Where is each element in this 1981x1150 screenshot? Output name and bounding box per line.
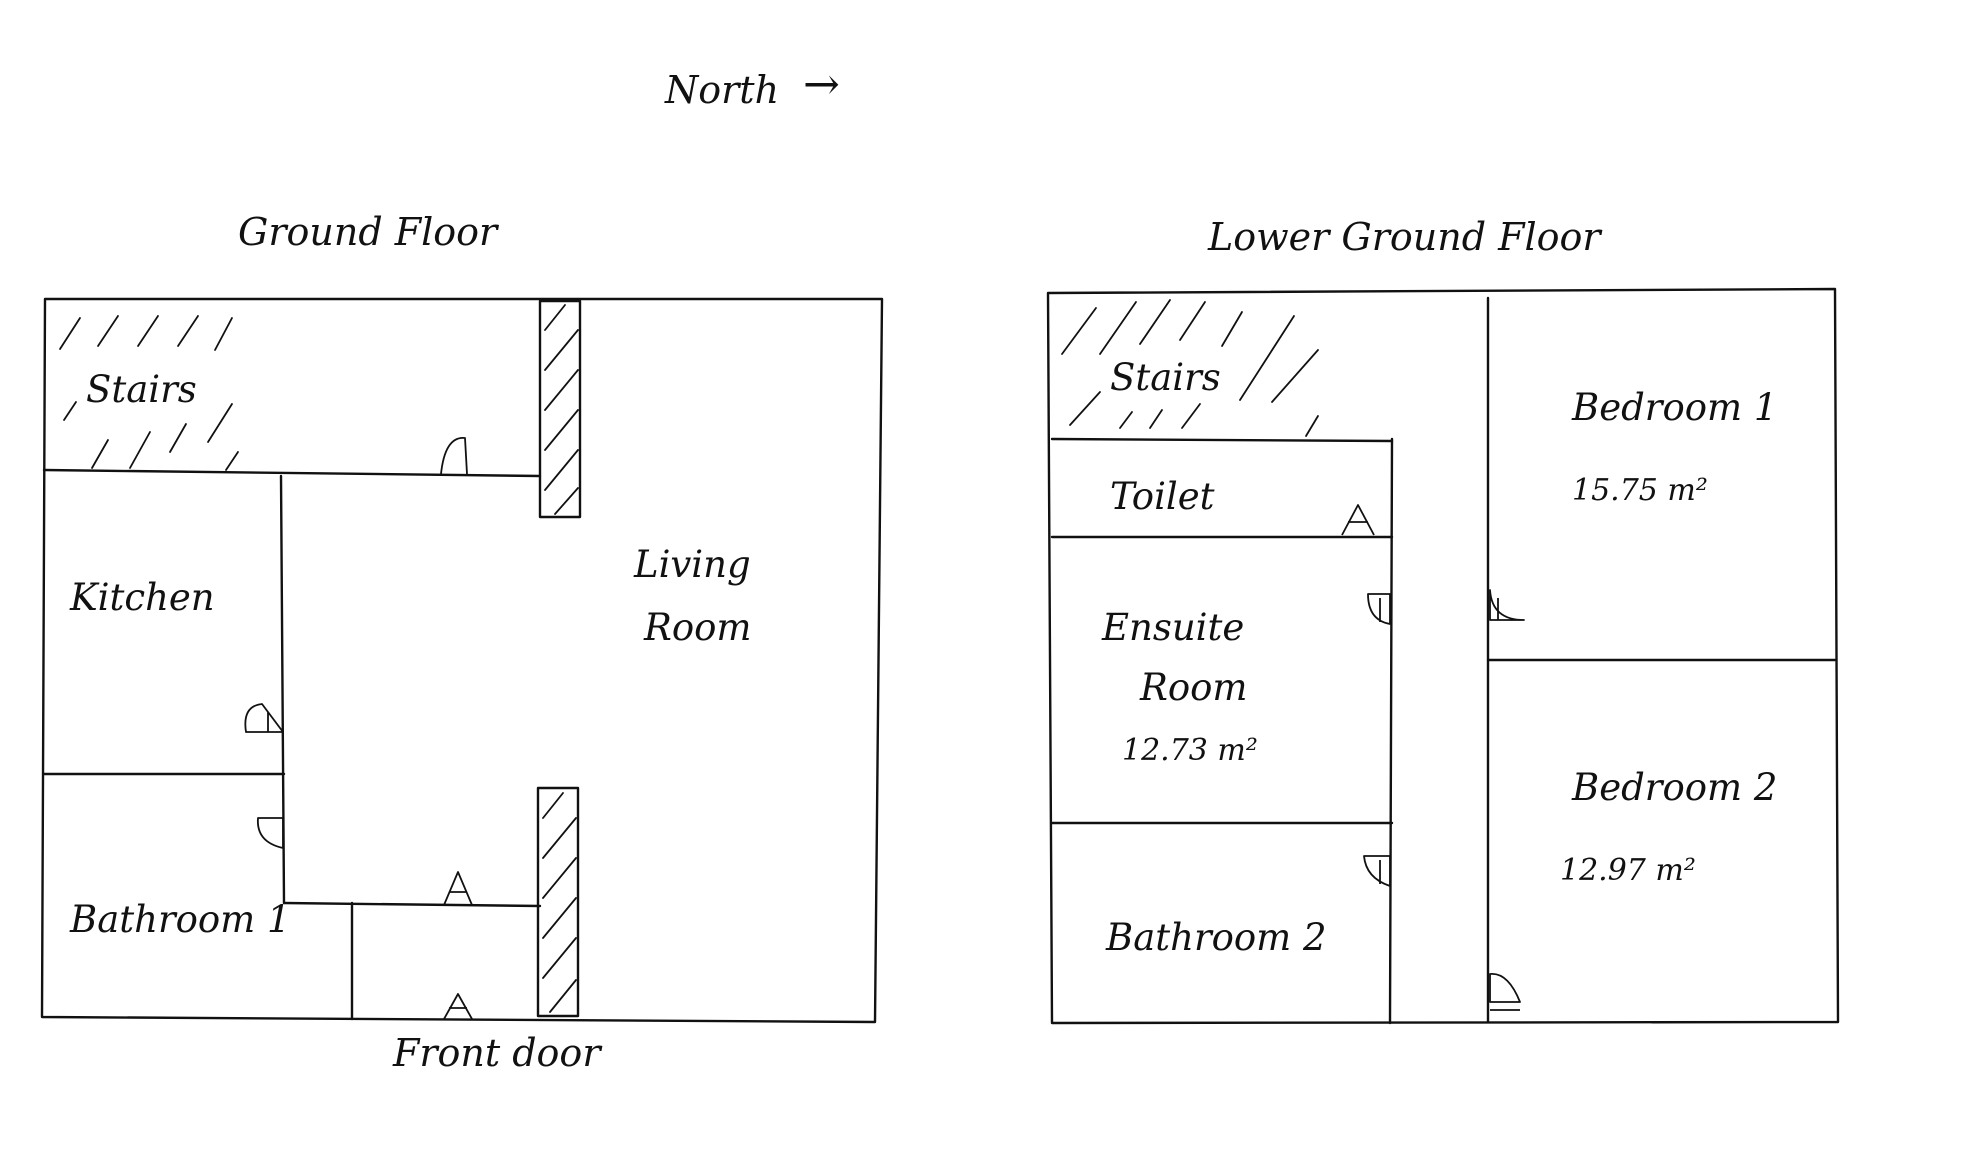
living-room-label-line1: Living bbox=[633, 543, 751, 586]
lower-bathroom2-door-icon bbox=[1363, 855, 1391, 887]
ensuite-label-line2: Room bbox=[1139, 666, 1248, 709]
ground-floor-plan: Stairs Kitchen Living Room Bathroom 1 Fr… bbox=[40, 297, 884, 1075]
lower-ground-outer-wall bbox=[1046, 287, 1840, 1025]
ground-stairs-wall bbox=[42, 468, 542, 478]
lower-corridor-left-wall bbox=[1388, 437, 1394, 1025]
north-arrow-icon: → bbox=[803, 59, 840, 110]
kitchen-label: Kitchen bbox=[69, 576, 215, 619]
ground-stairs-door-icon bbox=[440, 437, 468, 475]
front-door-icon bbox=[443, 993, 473, 1020]
lower-bedroom1-door-icon bbox=[1489, 589, 1525, 621]
lower-ground-floor-title: Lower Ground Floor bbox=[1207, 215, 1603, 259]
north-indicator: North → bbox=[664, 59, 840, 112]
toilet-label: Toilet bbox=[1110, 475, 1215, 518]
ensuite-area: 12.73 m² bbox=[1122, 733, 1258, 768]
ground-bathroom-door-icon bbox=[257, 817, 284, 849]
ground-floor-outer-wall bbox=[40, 297, 884, 1024]
lower-toilet-door-icon bbox=[1341, 504, 1375, 536]
front-door-label: Front door bbox=[392, 1031, 603, 1075]
lower-bedroom2-door-icon bbox=[1489, 973, 1521, 1011]
lower-ground-floor-plan: Stairs Toilet Ensuite Room 12.73 m² Bedr… bbox=[1046, 287, 1840, 1025]
ground-kitchen-door-icon bbox=[244, 703, 284, 733]
lower-stairs-wall bbox=[1050, 437, 1394, 443]
ensuite-label-line1: Ensuite bbox=[1101, 606, 1244, 649]
bathroom2-label: Bathroom 2 bbox=[1105, 916, 1327, 959]
ground-stairs-label: Stairs bbox=[86, 368, 197, 411]
bedroom1-area: 15.75 m² bbox=[1572, 473, 1708, 508]
ground-floor-title: Ground Floor bbox=[238, 210, 500, 254]
bedroom1-label: Bedroom 1 bbox=[1571, 386, 1777, 429]
bedroom2-label: Bedroom 2 bbox=[1571, 766, 1777, 809]
lower-stairs-hatching bbox=[1061, 299, 1319, 437]
lower-stairs-label: Stairs bbox=[1110, 356, 1221, 399]
ground-pillar-lower bbox=[536, 786, 580, 1018]
bedroom2-area: 12.97 m² bbox=[1560, 853, 1696, 888]
north-label: North bbox=[664, 68, 779, 112]
living-room-label-line2: Room bbox=[643, 606, 752, 649]
lower-ensuite-door-icon bbox=[1367, 593, 1391, 625]
bathroom1-label: Bathroom 1 bbox=[69, 898, 291, 941]
ground-pillar-upper bbox=[538, 299, 582, 519]
ground-stairs-hatching bbox=[59, 315, 239, 471]
ground-hall-door-icon bbox=[443, 871, 473, 906]
ground-hall-south-wall bbox=[282, 901, 542, 908]
